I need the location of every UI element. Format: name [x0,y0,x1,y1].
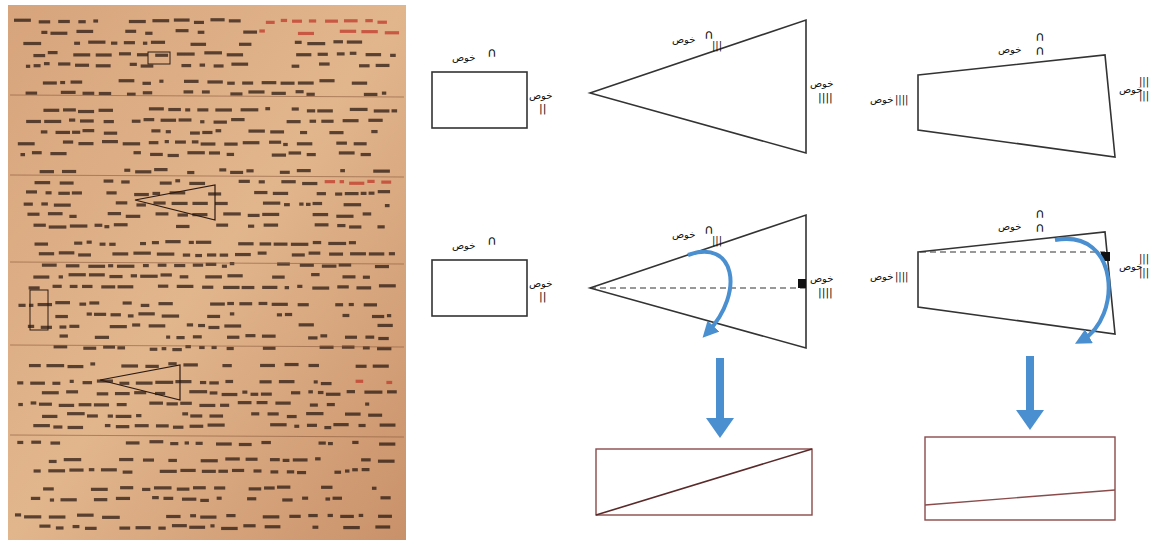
dimension-label: |||| [895,271,908,282]
dimension-label: ∩ [487,46,497,60]
dimension-label: خوص [998,221,1021,232]
dimension-label: خوص [870,94,893,105]
figures-row-2 [432,215,1115,348]
dimension-label: ||| [1139,267,1149,278]
dimension-label: |||| [818,287,833,299]
dimension-label: خوص [870,271,893,282]
dimension-label: ∩ [1035,221,1045,235]
dimension-label: || [539,291,546,303]
dimension-label: خوص [529,90,552,101]
fold-arrow [1055,239,1109,340]
dimension-label: خوص [529,278,552,289]
down-arrow [706,356,1044,438]
right-angle-mark [798,279,806,288]
dimension-label: |||| [818,92,833,104]
dimension-label: خوص [672,34,695,45]
papyrus-script [10,18,404,530]
dimension-label: ||| [1139,90,1149,101]
dimension-label: ∩ [1035,207,1045,221]
dimension-label: ∩ [1035,44,1045,58]
dimension-label: ||| [712,235,722,246]
papyrus-photo [8,5,406,540]
dimension-label: خوص [810,273,833,284]
result-rectangles [596,437,1115,520]
dimension-label: خوص [672,229,695,240]
dimension-label: ∩ [1035,30,1045,44]
dimension-label: || [539,103,546,115]
dimension-label: خوص [810,78,833,89]
figures-row-1 [432,20,1115,157]
dimension-label: خوص [998,44,1021,55]
dimension-label: ||| [1139,253,1149,264]
dimension-label: ||| [712,40,722,51]
dimension-label: خوص [1119,84,1142,95]
fold-arrow [688,252,730,332]
dimension-label: خوص [452,240,475,251]
dimension-label: خوص [1119,261,1142,272]
dimension-label: |||| [895,94,908,105]
dimension-label: خوص [452,52,475,63]
dimension-label: ||| [1139,76,1149,87]
dimension-label: ∩ [487,234,497,248]
